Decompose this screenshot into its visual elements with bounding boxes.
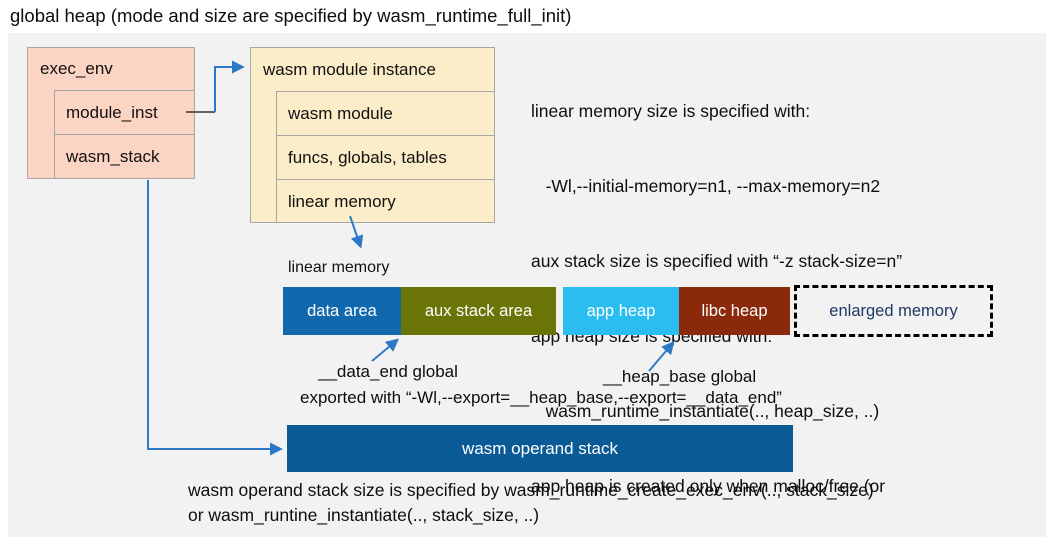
info-line: linear memory size is specified with: — [531, 101, 811, 121]
module-instance-box: wasm module instance wasm module funcs, … — [250, 47, 495, 223]
info-line: -Wl,--initial-memory=n1, --max-memory=n2 — [531, 176, 881, 196]
segment-app-heap: app heap — [563, 287, 679, 335]
segment-data-area: data area — [283, 287, 401, 335]
diagram-title: global heap (mode and size are specified… — [10, 5, 572, 26]
module-instance-title: wasm module instance — [263, 59, 436, 79]
linear-memory-label: linear memory — [288, 259, 390, 276]
operand-stack-caption: wasm operand stack size is specified by … — [188, 478, 874, 528]
caption-line: wasm operand stack size is specified by … — [188, 480, 874, 500]
wasm-operand-stack-box: wasm operand stack — [287, 425, 793, 472]
data-end-global-label: __data_end global — [318, 362, 458, 381]
info-line: wasm_runtime_instantiate(.., heap_size, … — [531, 401, 880, 421]
segment-enlarged-memory: enlarged memory — [794, 285, 993, 337]
segment-aux-stack-area: aux stack area — [401, 287, 556, 335]
exec-env-row-wasm-stack: wasm_stack — [54, 134, 194, 178]
info-line: app heap is created only when malloc/fre… — [531, 476, 886, 496]
exported-with-label: exported with “-Wl,--export=__heap_base,… — [300, 388, 782, 407]
caption-line: or wasm_runtine_instantiate(.., stack_si… — [188, 505, 540, 525]
module-instance-row-funcs-globals-tables: funcs, globals, tables — [276, 135, 494, 179]
exec-env-box: exec_env module_inst wasm_stack — [27, 47, 195, 179]
module-instance-row-wasm-module: wasm module — [276, 91, 494, 135]
info-line: aux stack size is specified with “-z sta… — [531, 251, 903, 271]
segment-libc-heap: libc heap — [679, 287, 790, 335]
heap-base-global-label: __heap_base global — [603, 367, 757, 386]
exec-env-title: exec_env — [40, 59, 113, 78]
exec-env-row-module-inst: module_inst — [54, 90, 194, 134]
module-instance-row-linear-memory: linear memory — [276, 179, 494, 223]
wasm-operand-stack-label: wasm operand stack — [462, 438, 618, 458]
